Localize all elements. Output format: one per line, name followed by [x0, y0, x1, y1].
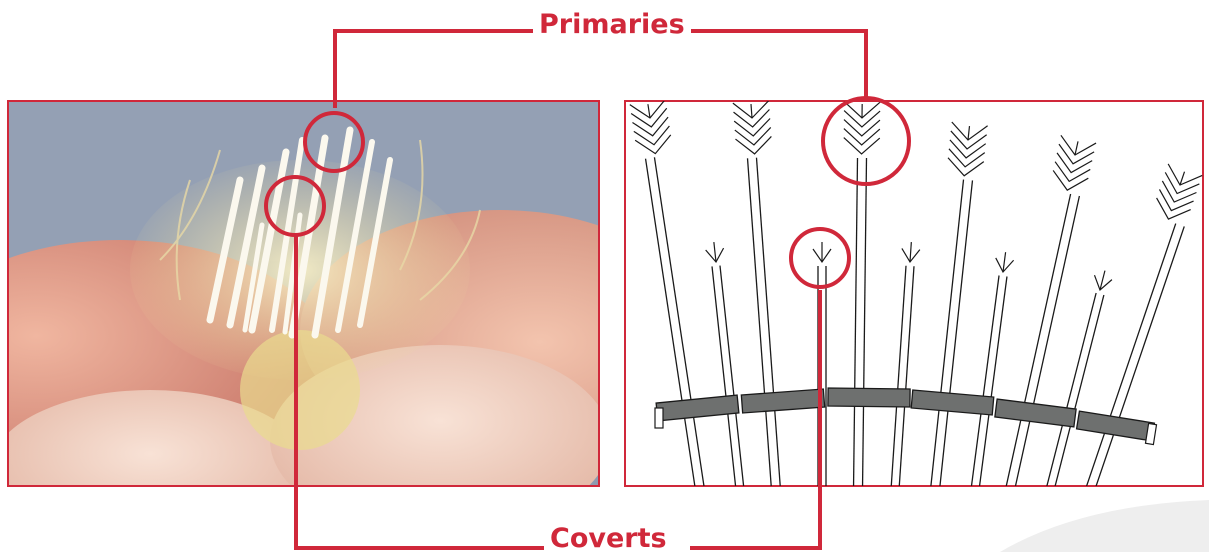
primaries-label: Primaries: [533, 8, 691, 42]
coverts-label: Coverts: [544, 522, 673, 556]
wing-band-segment-3: [828, 388, 910, 407]
primaries-bracket: [335, 31, 533, 108]
primaries-bracket-right: [690, 31, 866, 98]
wing-band-cap-left: [655, 408, 663, 428]
background-swoosh: [1000, 500, 1209, 552]
